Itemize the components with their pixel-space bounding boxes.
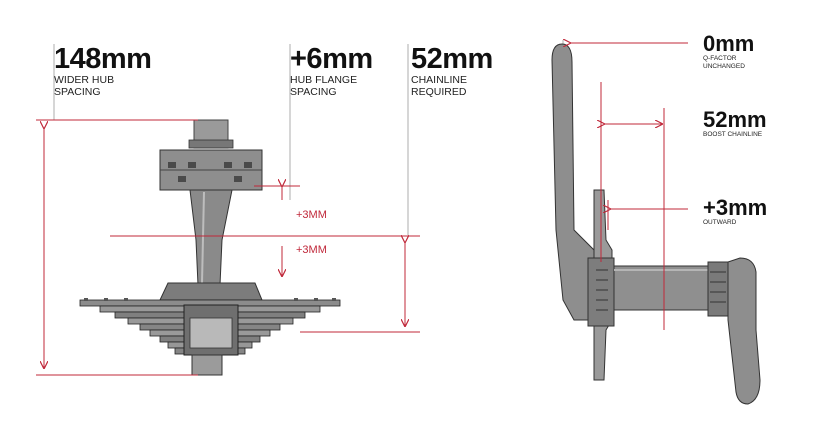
offset-lower-label: +3MM [296,244,327,256]
label-guide-lines [53,40,564,235]
wider-hub-line1: WIDER HUB [54,74,115,86]
flange-value: +6mm [290,43,373,75]
left-dimension-lines [36,119,420,376]
offset-upper-label: +3MM [296,209,327,221]
chainline-line2: REQUIRED [411,86,467,98]
flange-line2: SPACING [290,86,337,98]
crankset-drawing [551,43,761,405]
boost-line1: BOOST CHAINLINE [703,131,763,138]
outward-value: +3mm [703,195,768,220]
chainline-value: 52mm [411,43,493,75]
boost-value: 52mm [703,107,767,132]
flange-line1: HUB FLANGE [290,74,358,86]
chainline-required-label: 52mm CHAINLINE REQUIRED [411,44,493,98]
flange-spoke-holes [168,162,252,182]
wider-hub-spacing-label: 148mm WIDER HUB SPACING [54,43,152,98]
wider-hub-line2: SPACING [54,86,101,98]
outward-line1: OUTWARD [703,219,737,226]
hub-flange-spacing-label: +6mm HUB FLANGE SPACING [290,44,373,98]
qfactor-line1: Q-FACTOR [703,55,737,62]
wider-hub-value: 148mm [54,43,152,75]
rear-hub-drawing [79,119,341,376]
qfactor-value: 0mm [703,31,755,56]
outward-label: +3mm OUTWARD [703,197,767,227]
chainline-line1: CHAINLINE [411,74,468,86]
qfactor-label: 0mm Q-FACTOR UNCHANGED [703,33,754,71]
qfactor-line2: UNCHANGED [703,63,745,70]
boost-chainline-label: 52mm BOOST CHAINLINE [703,109,767,139]
right-dimension-lines [570,43,688,330]
